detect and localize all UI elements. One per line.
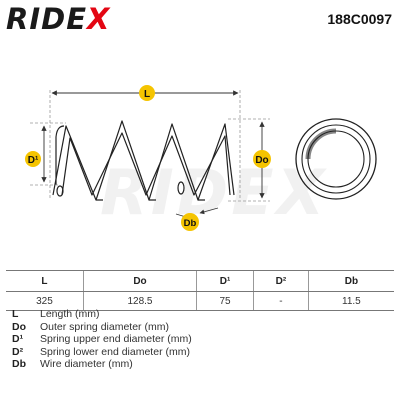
legend-desc: Wire diameter (mm) [40, 358, 133, 370]
legend-desc: Length (mm) [40, 308, 100, 320]
upper-diameter-badge [25, 151, 41, 167]
specs-header-outer-diameter: Do [82, 270, 197, 292]
legend: L Length (mm) Do Outer spring diameter (mm… [12, 308, 192, 371]
length-dimension: L [49, 85, 241, 200]
header: RIDEX 188C0097 [0, 0, 400, 36]
legend-key: Do [12, 320, 26, 333]
specs-header-row: L Do D¹ D² Db [6, 270, 394, 292]
wire-diameter-badge [181, 213, 199, 231]
spring-end-view [295, 118, 377, 200]
specs-value-row: 325 128.5 75 - 11.5 [6, 291, 394, 311]
legend-key: L [12, 308, 19, 320]
length-label: L [144, 89, 150, 100]
specs-value-wire-diameter: 11.5 [307, 291, 394, 311]
wire-diameter-dimension: Db [175, 207, 219, 231]
specs-header-upper-diameter: D¹ [196, 270, 254, 292]
spring-svg: L D¹ Do [25, 85, 377, 231]
outer-diameter-dimension: Do [228, 118, 271, 202]
legend-item: D¹ Spring upper end diameter (mm) [12, 333, 192, 346]
brand-x: X [87, 2, 111, 36]
specs-header-length: L [6, 270, 84, 292]
brand-logo: RIDEX [6, 2, 110, 36]
watermark: RIDEX [100, 156, 328, 229]
specs-value-length: 325 [6, 291, 84, 311]
legend-desc: Outer spring diameter (mm) [40, 320, 169, 333]
legend-desc: Spring upper end diameter (mm) [40, 333, 192, 345]
part-number: 188C0097 [327, 11, 392, 27]
outer-diameter-badge [253, 150, 271, 168]
legend-item: D² Spring lower end diameter (mm) [12, 346, 192, 359]
legend-key: D¹ [12, 333, 24, 345]
length-badge [139, 85, 155, 101]
spring-drawing: RIDEX L D¹ [0, 36, 400, 268]
specs-table: L Do D¹ D² Db 325 128.5 75 - 11.5 [6, 270, 394, 311]
legend-desc: Spring lower end diameter (mm) [40, 345, 190, 358]
spring-coils [52, 120, 235, 201]
specs-value-outer-diameter: 128.5 [82, 291, 197, 311]
upper-diameter-dimension: D¹ [25, 122, 66, 186]
legend-key: Db [12, 358, 26, 370]
legend-item: Do Outer spring diameter (mm) [12, 321, 192, 334]
specs-value-upper-diameter: 75 [196, 291, 254, 311]
brand-text: RIDE [6, 2, 88, 36]
legend-item: L Length (mm) [12, 308, 192, 321]
legend-item: Db Wire diameter (mm) [12, 358, 192, 371]
upper-diameter-label: D¹ [28, 155, 39, 166]
specs-value-lower-diameter: - [253, 291, 309, 311]
specs-header-lower-diameter: D² [253, 270, 309, 292]
wire-diameter-label: Db [184, 218, 197, 229]
legend-key: D² [12, 345, 24, 358]
specs-header-wire-diameter: Db [307, 270, 394, 292]
outer-diameter-label: Do [255, 155, 268, 166]
